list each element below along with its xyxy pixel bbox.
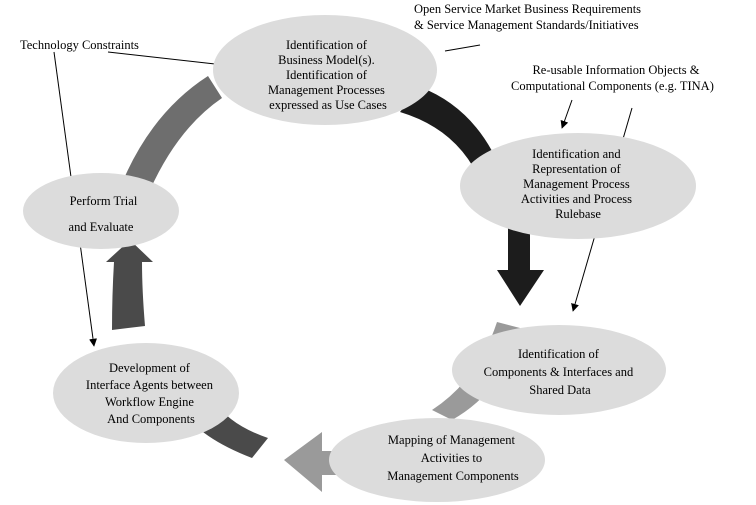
open-service-market-line-1: Open Service Market Business Requirement… <box>414 2 642 16</box>
node-process-activities-label: Identification and Representation of Man… <box>521 147 635 221</box>
node-business-model-shape <box>213 15 437 125</box>
node-mapping: Mapping of Management Activities to Mana… <box>329 418 545 502</box>
node-process-activities: Identification and Representation of Man… <box>460 133 696 239</box>
reusable-objects-line-1: Re-usable Information Objects & <box>532 63 700 77</box>
standards-connector-line <box>444 44 481 52</box>
reusable-arrow-left <box>560 99 573 129</box>
node-business-model-label: Identification of Business Model(s). Ide… <box>268 38 388 112</box>
cycle-arrow-top-left <box>122 76 222 190</box>
node-components: Identification of Components & Interface… <box>452 325 666 415</box>
node-components-label: Identification of Components & Interface… <box>484 347 637 397</box>
node-business-model: Identification of Business Model(s). Ide… <box>213 15 437 125</box>
node-interface-agents-label: Development of Interface Agents between … <box>86 361 216 426</box>
cycle-arrow-left-up <box>106 240 153 330</box>
node-interface-agents-shape <box>53 343 239 443</box>
node-trial-label: Perform Trial and Evaluate <box>69 194 141 234</box>
reusable-objects-line-2: Computational Components (e.g. TINA) <box>511 79 714 93</box>
node-mapping-shape <box>329 418 545 502</box>
technology-connector-line <box>107 51 216 65</box>
open-service-market-label: Open Service Market Business Requirement… <box>414 1 641 33</box>
node-components-shape <box>452 325 666 415</box>
node-interface-agents: Development of Interface Agents between … <box>53 343 239 443</box>
cycle-arrow-right-down <box>497 222 544 306</box>
technology-constraints-label: Technology Constraints <box>20 38 139 52</box>
node-trial: Perform Trial and Evaluate <box>23 173 179 249</box>
node-mapping-label: Mapping of Management Activities to Mana… <box>387 433 519 483</box>
open-service-market-line-2: & Service Management Standards/Initiativ… <box>414 18 639 32</box>
node-process-activities-shape <box>460 133 696 239</box>
node-trial-shape <box>23 173 179 249</box>
reusable-objects-label: Re-usable Information Objects & Computat… <box>511 62 714 94</box>
